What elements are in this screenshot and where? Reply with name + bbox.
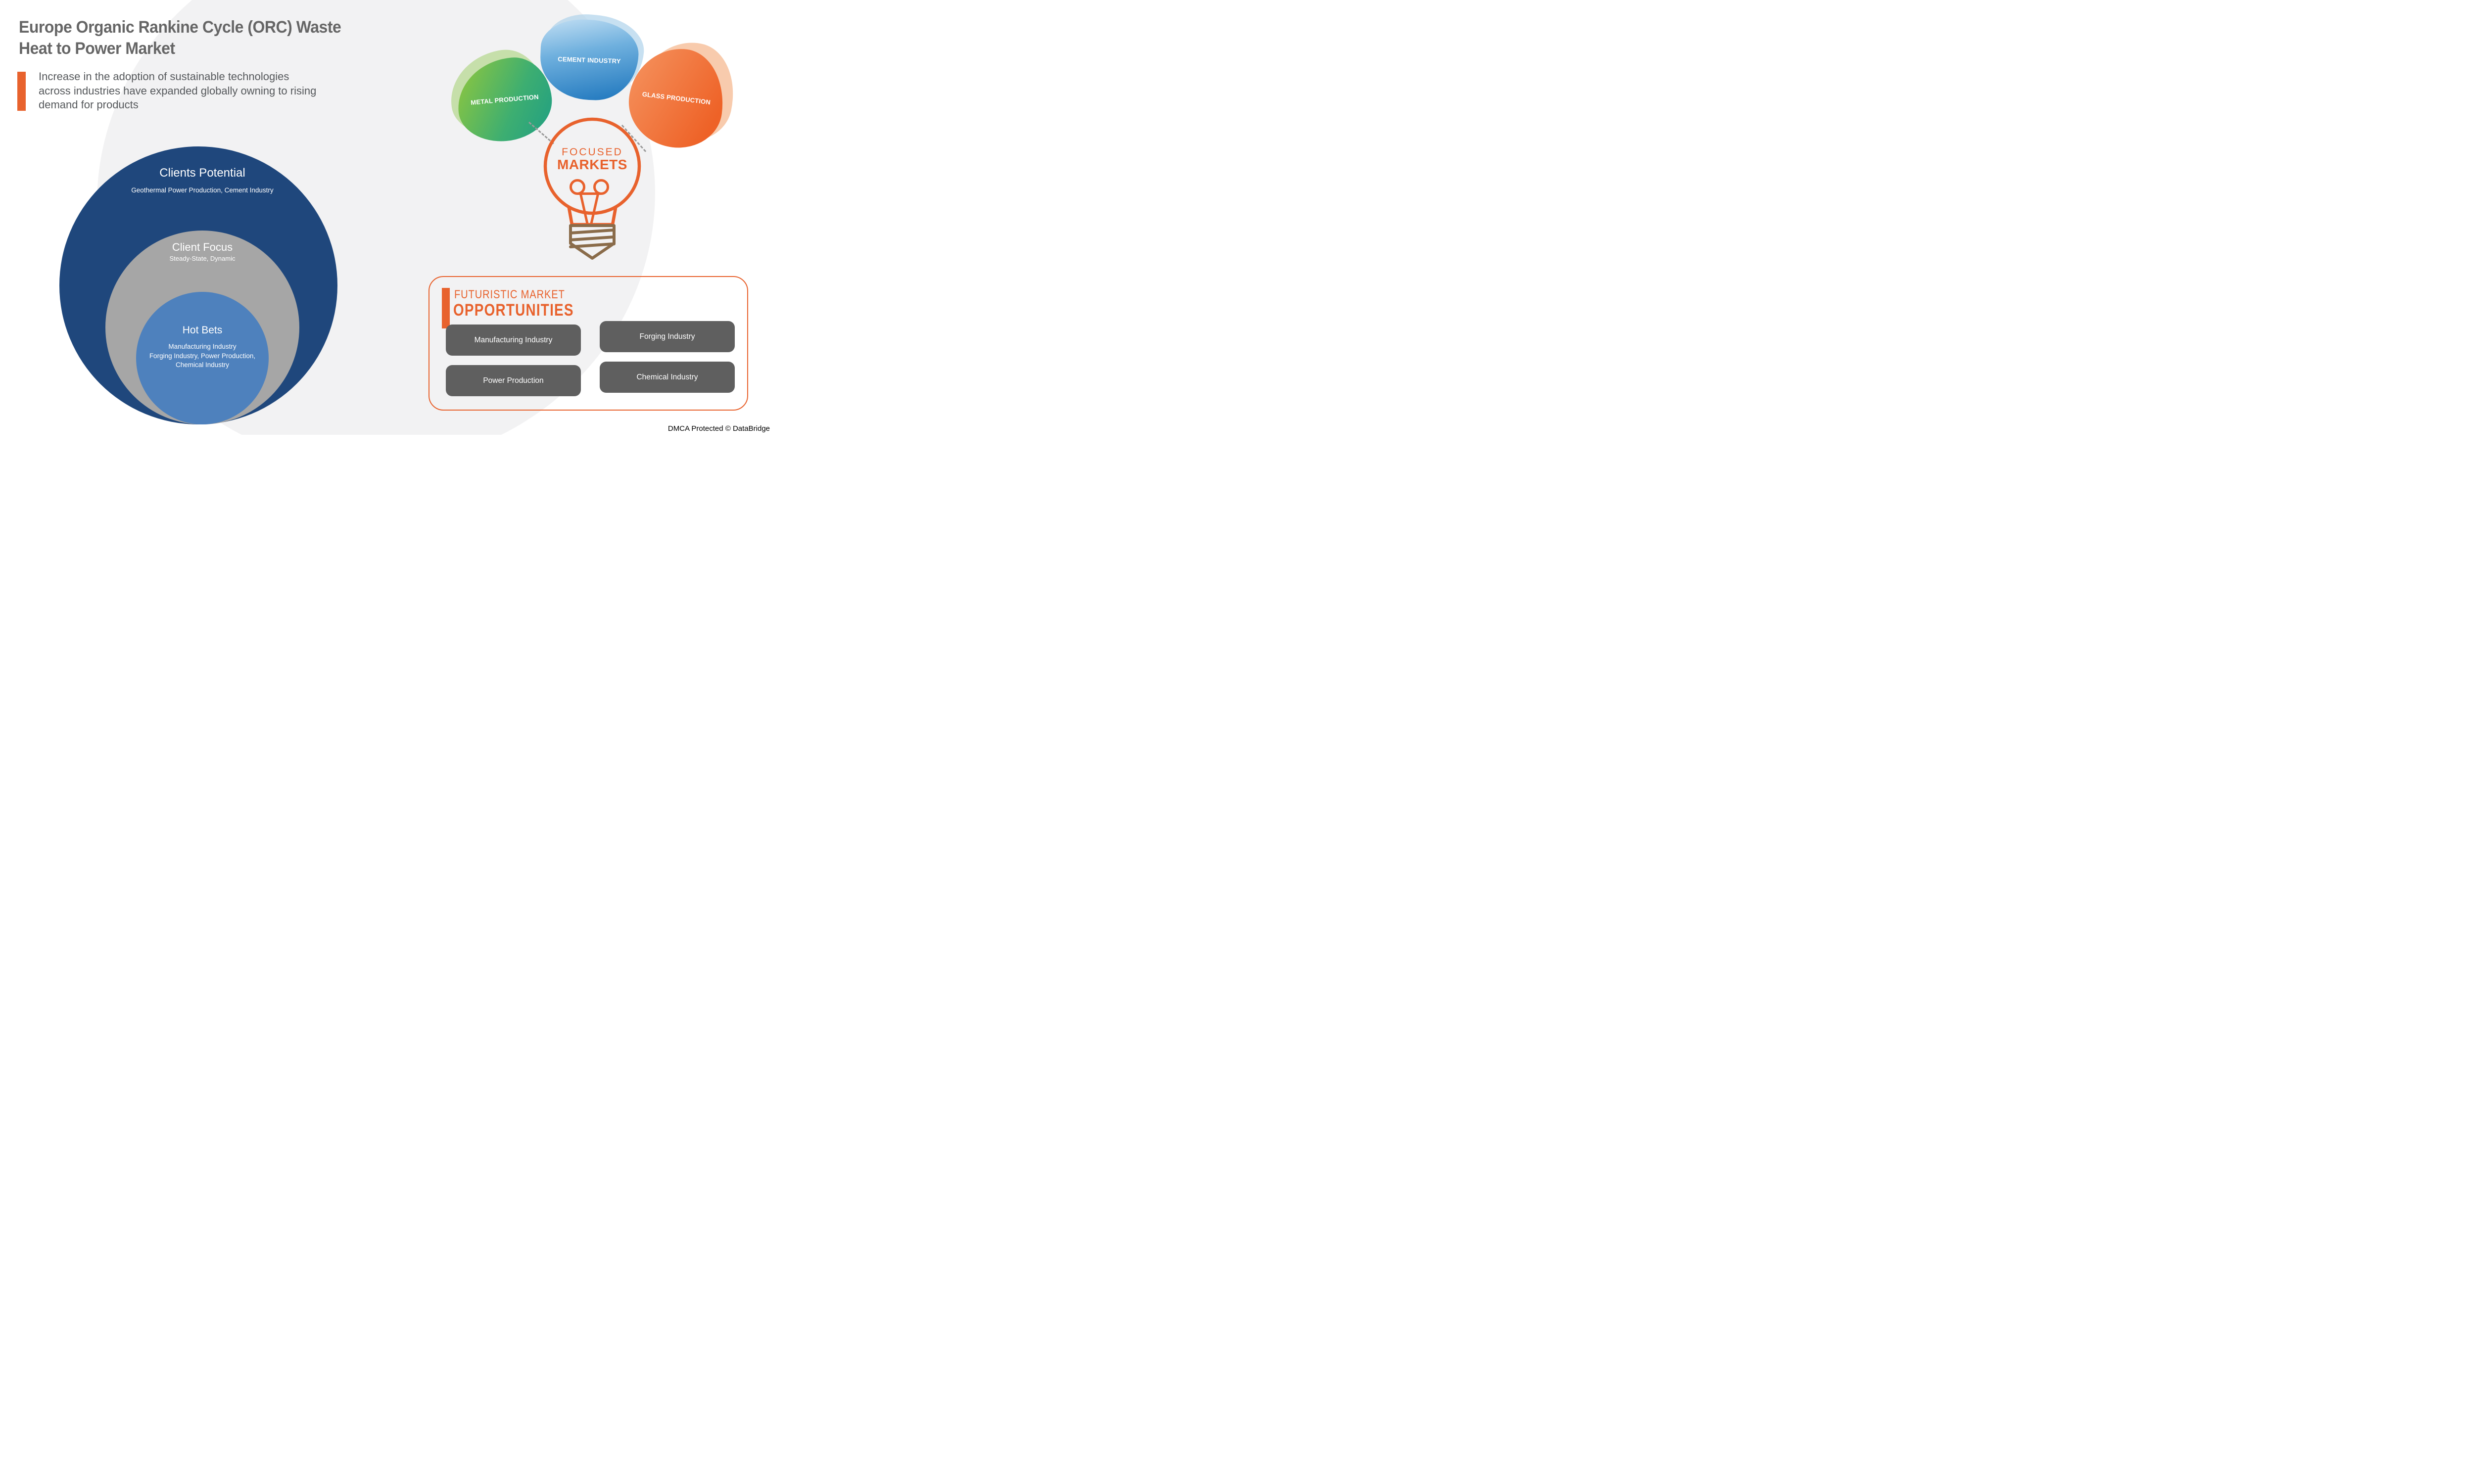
subtitle-line3: demand for products [39,98,139,111]
opportunity-button-forging[interactable]: Forging Industry [600,321,735,352]
opportunities-heading-line1: FUTURISTIC MARKET [454,288,565,301]
copyright-notice: DMCA Protected © DataBridge [667,424,770,433]
subtitle-line2: across industries have expanded globally… [39,84,317,97]
opportunities-frame [428,276,748,411]
opportunity-button-power[interactable]: Power Production [446,365,581,396]
venn-inner-line2: Forging Industry, Power Production, [149,352,256,360]
page-title: Europe Organic Rankine Cycle (ORC) Waste… [19,17,341,59]
page-title-line1: Europe Organic Rankine Cycle (ORC) Waste [19,18,341,37]
venn-outer-title: Clients Potential [159,166,245,180]
subtitle-line1: Increase in the adoption of sustainable … [39,70,289,83]
venn-middle-title: Client Focus [172,241,233,253]
venn-inner-circle [136,292,269,424]
venn-inner-title: Hot Bets [182,325,223,336]
page-title-line2: Heat to Power Market [19,39,175,58]
focused-markets-word1: FOCUSED [562,146,623,158]
venn-inner-subtitle: Manufacturing Industry Forging Industry,… [79,342,326,370]
subtitle-accent-bar [17,72,26,111]
venn-outer-subtitle: Geothermal Power Production, Cement Indu… [131,186,274,194]
venn-inner-line3: Chemical Industry [175,361,230,369]
focused-markets-word2: MARKETS [557,157,627,172]
opportunities-accent-bar [442,288,450,328]
opportunities-heading-line2: OPPORTUNITIES [453,301,574,320]
page-subtitle: Increase in the adoption of sustainable … [39,70,316,112]
venn-inner-line1: Manufacturing Industry [168,343,237,350]
venn-middle-subtitle: Steady-State, Dynamic [169,255,236,262]
infographic-canvas: Europe Organic Rankine Cycle (ORC) Waste… [0,0,773,435]
opportunity-button-manufacturing[interactable]: Manufacturing Industry [446,325,581,356]
light-bulb-icon [539,114,645,265]
opportunity-button-chemical[interactable]: Chemical Industry [600,362,735,393]
